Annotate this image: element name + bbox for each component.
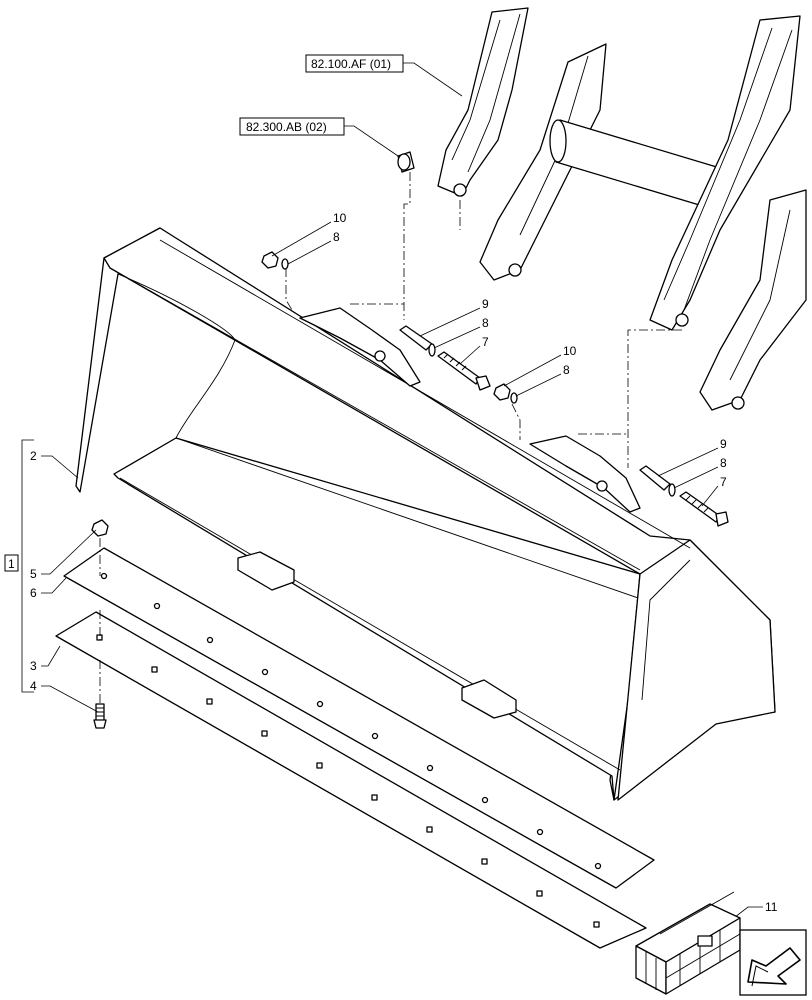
cutting-edge-lower <box>55 611 647 949</box>
callout-8-lower: 8 <box>720 456 727 470</box>
callout-3: 3 <box>30 659 37 673</box>
callout-2: 2 <box>30 449 37 463</box>
reference-82-300-ab-label[interactable]: 82.300.AB (02) <box>246 120 327 134</box>
callout-8-mid: 8 <box>482 316 489 330</box>
callout-10-upper: 10 <box>333 211 347 225</box>
reference-82-300-ab[interactable]: 82.300.AB (02) <box>239 117 399 157</box>
reference-82-100-af[interactable]: 82.100.AF (01) <box>305 54 463 97</box>
callout-9-upper: 9 <box>482 297 489 311</box>
callouts: 2 5 6 3 4 10 8 9 8 7 10 8 9 8 7 11 <box>30 211 778 925</box>
loader-arms <box>437 7 807 411</box>
callout-11: 11 <box>765 900 778 914</box>
callout-7-lower: 7 <box>720 475 727 489</box>
callout-6: 6 <box>30 586 37 600</box>
callout-9-lower: 9 <box>720 437 727 451</box>
assembly-bracket: 1 <box>4 439 34 693</box>
alignment-lines <box>99 172 682 704</box>
hardware <box>91 151 729 729</box>
callout-7-upper: 7 <box>482 335 489 349</box>
callout-5: 5 <box>30 567 37 581</box>
cutting-edge-upper <box>63 547 655 889</box>
callout-4: 4 <box>30 679 37 693</box>
bucket <box>75 227 776 801</box>
callout-8-middle: 8 <box>563 363 570 377</box>
crate-icon <box>635 891 741 995</box>
assembly-number: 1 <box>8 557 15 571</box>
next-page-arrow-icon[interactable] <box>739 929 807 996</box>
washer-icon <box>281 258 289 270</box>
callout-10-middle: 10 <box>563 344 577 358</box>
nut-icon <box>261 251 279 269</box>
reference-82-100-af-label[interactable]: 82.100.AF (01) <box>311 57 391 71</box>
callout-8-upper: 8 <box>333 230 340 244</box>
